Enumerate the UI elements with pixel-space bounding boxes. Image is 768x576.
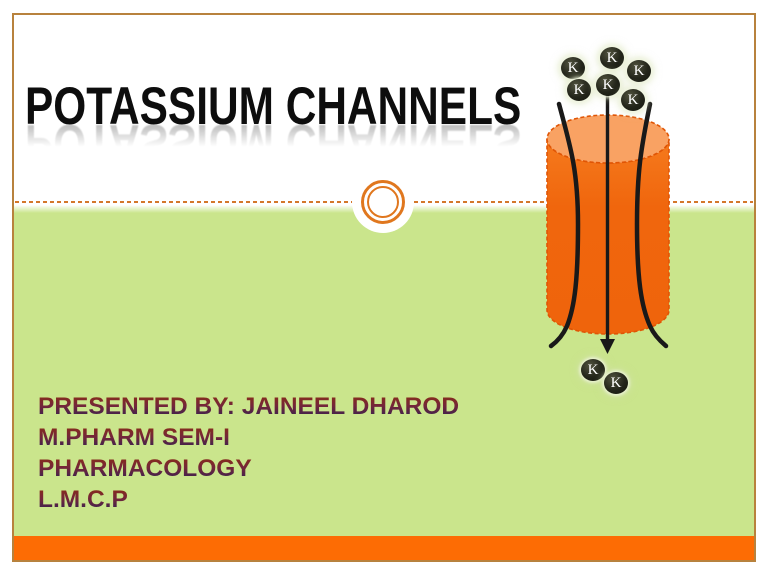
presenter-line: PHARMACOLOGY [38, 455, 252, 482]
presenter-block: PRESENTED BY: JAINEEL DHAROD M.PHARM SEM… [38, 391, 459, 515]
potassium-ion: K [596, 74, 620, 96]
presenter-line: PRESENTED BY: JAINEEL DHAROD [38, 393, 460, 420]
potassium-ion-label: K [602, 76, 614, 93]
potassium-ion-label: K [567, 59, 579, 76]
pore-line-right [634, 101, 669, 349]
potassium-ion: K [627, 60, 651, 82]
potassium-channel-diagram [546, 95, 670, 354]
potassium-ion-label: K [587, 361, 599, 378]
bottom-accent-bar [13, 536, 755, 562]
potassium-ion: K [600, 47, 624, 69]
potassium-ion-label: K [573, 81, 585, 98]
potassium-ion-label: K [606, 49, 618, 66]
ornament-outer-ring [361, 180, 405, 224]
potassium-ion: K [567, 79, 591, 101]
potassium-ion: K [581, 359, 605, 381]
potassium-ion-label: K [610, 374, 622, 391]
slide-title: POTASSIUM CHANNELS [25, 77, 522, 136]
presenter-line: M.PHARM SEM-I [38, 424, 230, 451]
presenter-line: L.M.C.P [38, 486, 128, 513]
slide-title-reflection: POTASSIUM CHANNELS [25, 113, 522, 172]
potassium-ion: K [604, 372, 628, 394]
flow-arrow-head [600, 339, 615, 354]
pore-line-left [548, 101, 581, 349]
potassium-ion-label: K [633, 62, 645, 79]
potassium-ion-label: K [627, 91, 639, 108]
potassium-ion: K [621, 89, 645, 111]
potassium-ion: K [561, 57, 585, 79]
ornament-inner-ring [367, 186, 399, 218]
slide-border-frame [12, 13, 756, 562]
